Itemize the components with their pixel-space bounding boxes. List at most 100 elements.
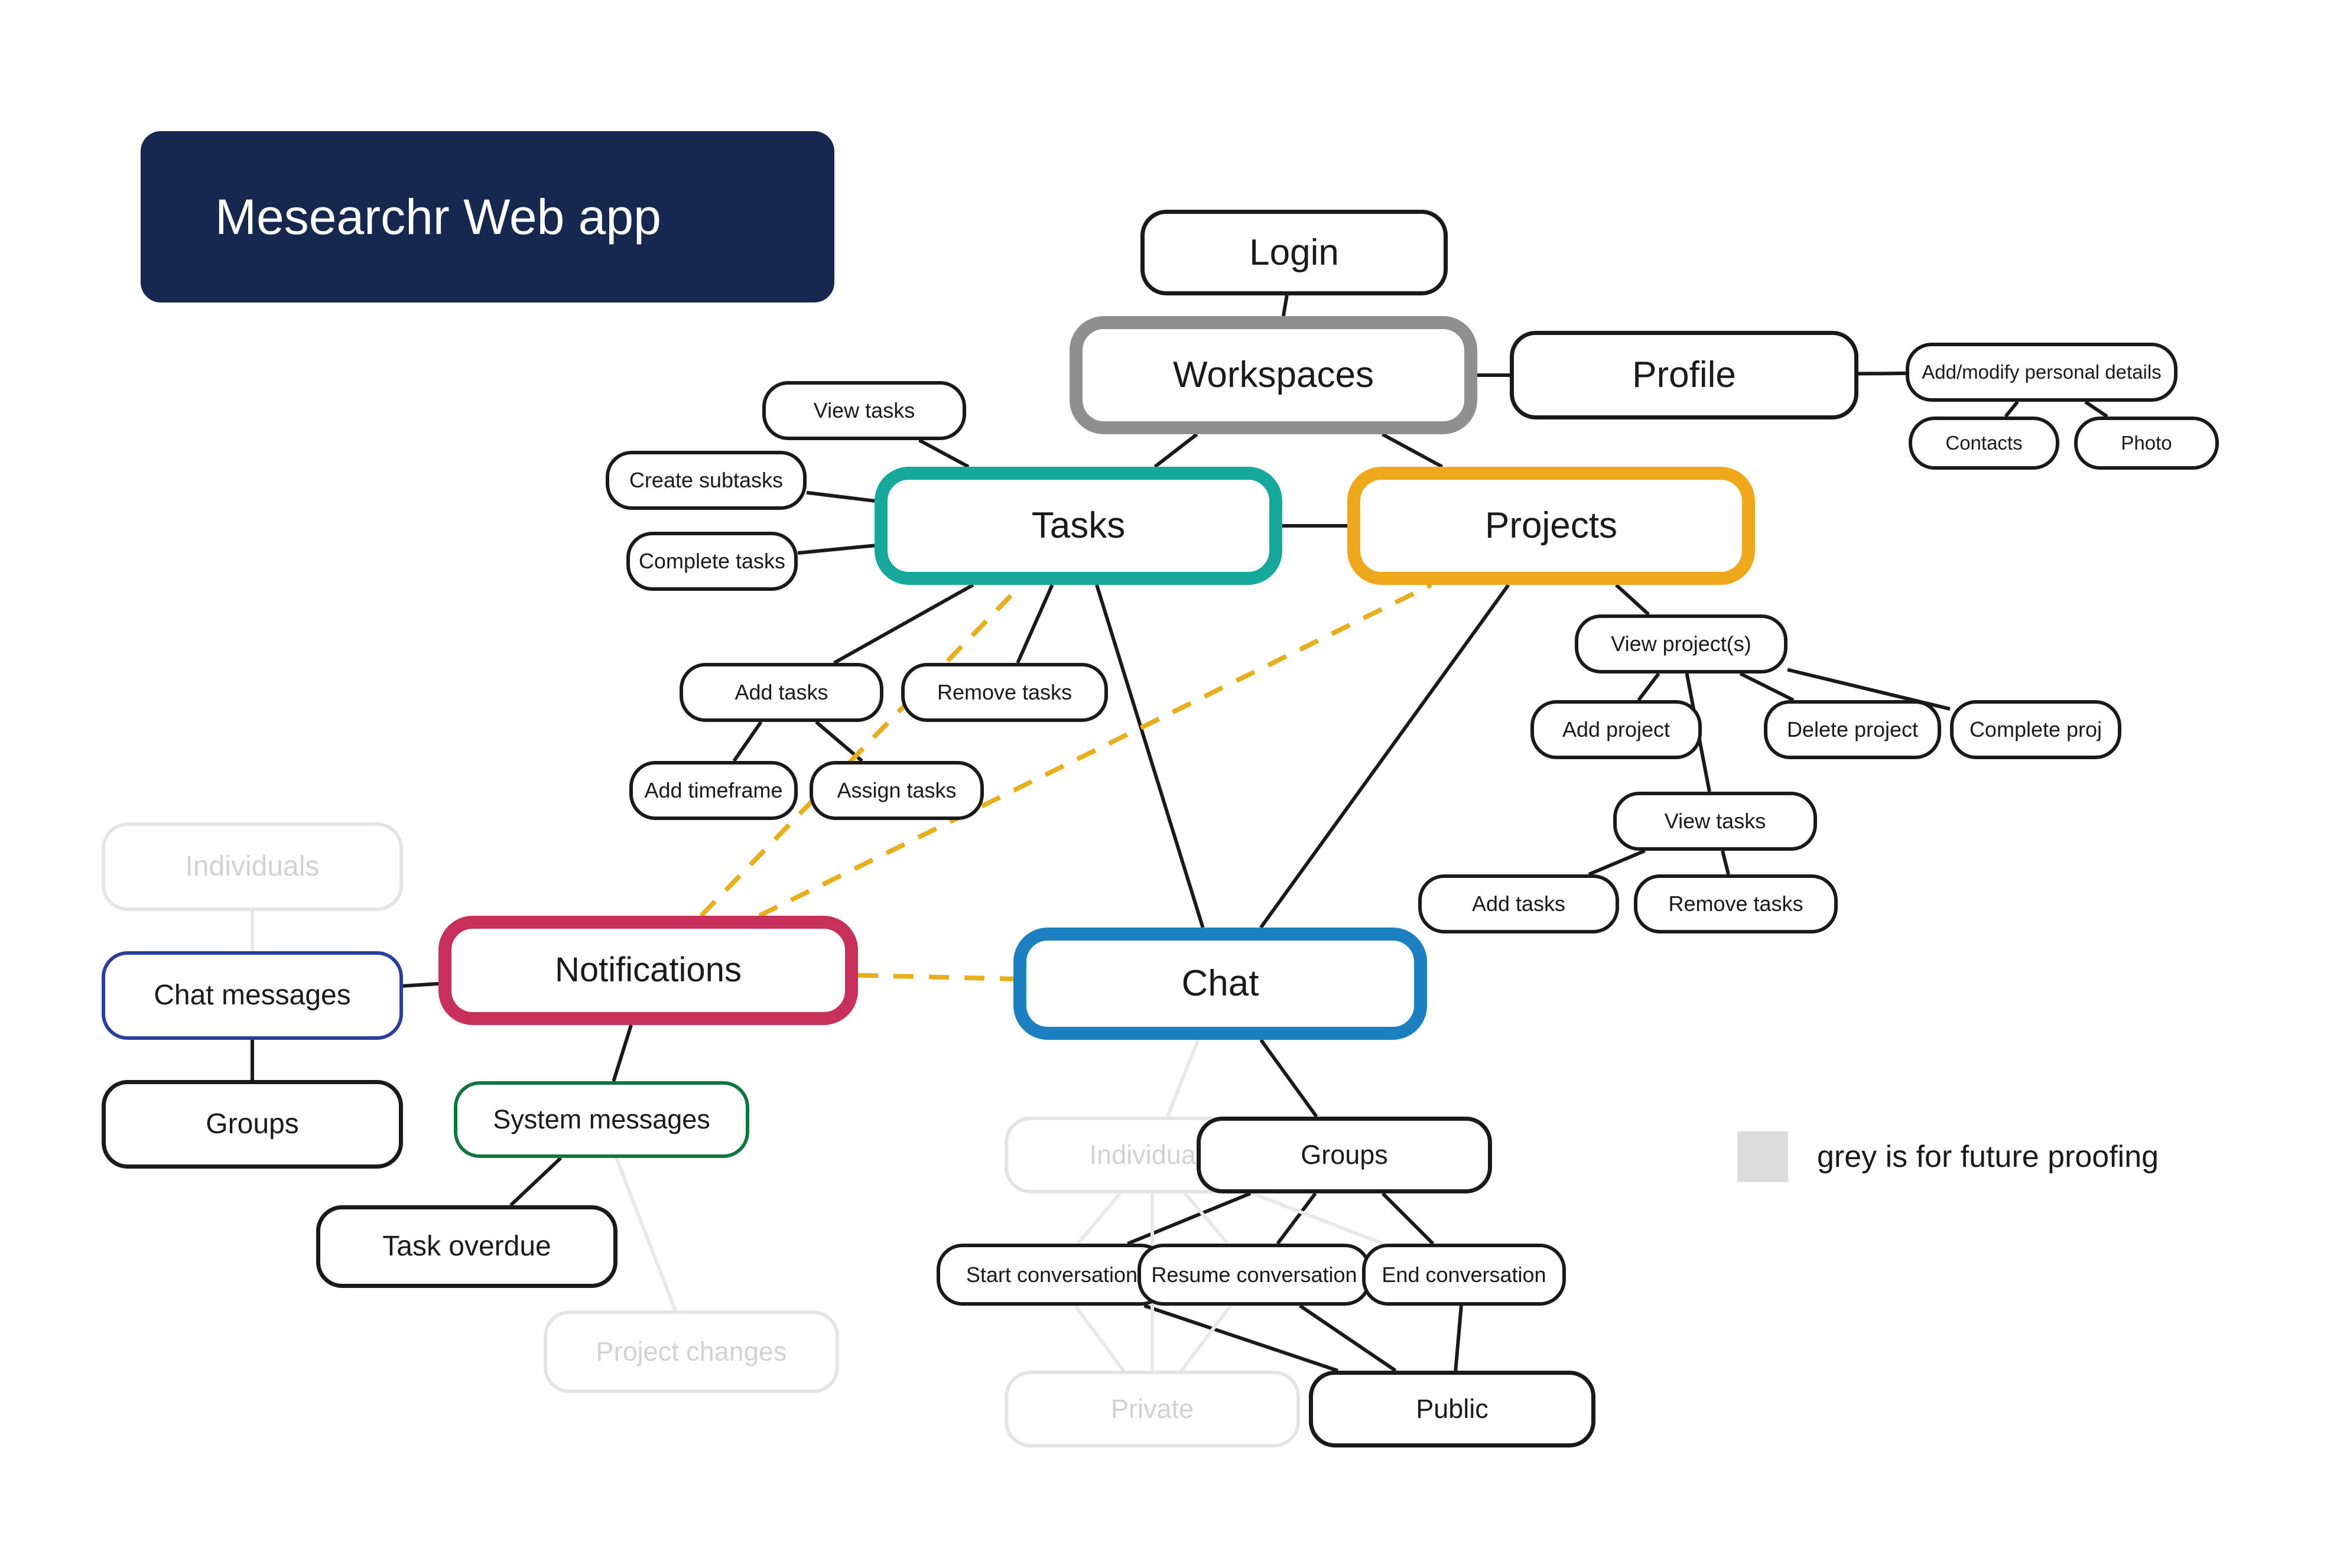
node-private[interactable]: Private [1005, 1371, 1300, 1447]
edge-add_tasks_t-to-add_time [732, 721, 763, 762]
edge-view_tasks_p-to-remove_t_p [1721, 850, 1730, 875]
node-projects[interactable]: Projects [1347, 467, 1755, 585]
node-workspaces[interactable]: Workspaces [1070, 316, 1477, 434]
edge-add_details-to-contacts [2004, 401, 2019, 418]
node-contacts[interactable]: Contacts [1909, 417, 2059, 470]
legend-swatch [1737, 1131, 1788, 1182]
edge-view_projects-to-delete_proj [1739, 672, 1795, 702]
node-photo[interactable]: Photo [2074, 417, 2219, 470]
node-label: Private [1110, 1394, 1194, 1424]
node-label: Groups [206, 1108, 299, 1140]
legend-label: grey is for future proofing [1817, 1140, 2159, 1174]
node-complete_t[interactable]: Complete tasks [626, 532, 798, 591]
edge-tasks-to-add_tasks_t [833, 583, 974, 665]
node-label: Contacts [1945, 432, 2023, 454]
node-resume_conv[interactable]: Resume conversation [1138, 1244, 1371, 1306]
node-label: Remove tasks [937, 680, 1072, 705]
edge-notifications-to-projects [758, 583, 1432, 918]
node-label: View tasks [1664, 809, 1766, 834]
node-label: Add tasks [734, 680, 828, 705]
edge-profile-to-add_details [1858, 371, 1906, 376]
node-label: Add timeframe [644, 778, 783, 803]
node-complete_p[interactable]: Complete proj [1950, 700, 2121, 759]
node-tasks[interactable]: Tasks [875, 467, 1282, 585]
node-login[interactable]: Login [1140, 210, 1448, 295]
node-profile[interactable]: Profile [1510, 331, 1858, 419]
edge-workspaces-to-projects [1381, 432, 1444, 469]
node-system_msgs[interactable]: System messages [454, 1081, 749, 1158]
node-label: Profile [1632, 354, 1736, 396]
node-label: View tasks [813, 398, 915, 423]
node-end_conv[interactable]: End conversation [1362, 1244, 1566, 1306]
node-view_projects[interactable]: View project(s) [1575, 614, 1788, 674]
edge-chat_msgs-to-notifications [402, 982, 439, 988]
node-assign_t[interactable]: Assign tasks [810, 761, 984, 820]
node-groups_n[interactable]: Groups [102, 1080, 403, 1169]
node-label: Workspaces [1173, 354, 1374, 396]
edge-notifications-to-system_msgs [612, 1024, 633, 1082]
node-label: View project(s) [1611, 632, 1751, 656]
edge-chat-to-individuals_c [1165, 1039, 1200, 1118]
node-chat[interactable]: Chat [1013, 928, 1427, 1040]
node-label: Assign tasks [837, 778, 957, 803]
node-add_tasks_t[interactable]: Add tasks [680, 663, 883, 722]
node-create_sub[interactable]: Create subtasks [606, 451, 807, 510]
node-notifications[interactable]: Notifications [438, 916, 858, 1025]
node-label: Remove tasks [1668, 892, 1803, 916]
node-label: Complete tasks [638, 549, 786, 574]
node-start_conv[interactable]: Start conversation [937, 1244, 1167, 1306]
node-add_time[interactable]: Add timeframe [629, 761, 798, 820]
node-add_tasks_p[interactable]: Add tasks [1418, 874, 1619, 933]
node-proj_changes[interactable]: Project changes [544, 1310, 839, 1393]
node-groups_c[interactable]: Groups [1197, 1117, 1492, 1193]
node-label: Delete project [1786, 717, 1919, 742]
node-delete_proj[interactable]: Delete project [1764, 700, 1941, 759]
node-label: Chat messages [154, 980, 351, 1011]
node-add_details[interactable]: Add/modify personal details [1906, 343, 2178, 402]
node-remove_t[interactable]: Remove tasks [901, 663, 1108, 722]
node-view_tasks_p[interactable]: View tasks [1613, 792, 1817, 851]
edge-tasks-to-create_sub [806, 490, 875, 503]
edge-groups_c-to-end_conv [1381, 1192, 1435, 1245]
edge-system_msgs-to-proj_changes [615, 1157, 677, 1312]
edge-start_conv-to-public [1143, 1304, 1338, 1372]
node-view_tasks_t[interactable]: View tasks [762, 381, 966, 440]
node-individuals_n[interactable]: Individuals [102, 822, 403, 911]
node-chat_msgs[interactable]: Chat messages [102, 951, 403, 1040]
edge-individuals_c-to-end_conv [1252, 1192, 1384, 1245]
node-public[interactable]: Public [1309, 1371, 1595, 1447]
node-task_overdue[interactable]: Task overdue [316, 1205, 618, 1288]
edge-resume_conv-to-public [1299, 1304, 1397, 1372]
edge-tasks-to-chat [1095, 584, 1205, 928]
edge-workspaces-to-tasks [1153, 432, 1198, 469]
node-label: Individuals [1089, 1140, 1216, 1170]
edge-tasks-to-remove_t [1016, 584, 1054, 664]
diagram-title-box: Mesearchr Web app [141, 131, 834, 302]
node-label: Tasks [1031, 505, 1126, 546]
edge-login-to-workspaces [1281, 295, 1289, 317]
edge-view_projects-to-add_project [1637, 672, 1660, 701]
edge-projects-to-view_projects [1614, 583, 1650, 616]
edge-view_tasks_p-to-add_tasks_p [1588, 849, 1646, 876]
edge-tasks-to-view_tasks_t [918, 438, 970, 469]
edge-resume_conv-to-private [1179, 1305, 1233, 1372]
edge-individuals_c-to-resume_conv [1184, 1192, 1230, 1245]
node-label: Groups [1301, 1140, 1388, 1170]
edge-tasks-to-complete_t [797, 544, 875, 555]
node-label: Photo [2121, 432, 2172, 454]
edge-add_details-to-photo [2084, 400, 2108, 418]
node-remove_t_p[interactable]: Remove tasks [1634, 874, 1838, 933]
edge-individuals_c-to-start_conv [1076, 1192, 1122, 1245]
node-label: Chat [1181, 963, 1259, 1004]
node-label: Add/modify personal details [1922, 361, 2162, 383]
node-label: Individuals [185, 851, 320, 883]
node-label: End conversation [1382, 1262, 1546, 1287]
edge-projects-to-chat [1259, 584, 1510, 929]
edge-end_conv-to-public [1454, 1305, 1463, 1371]
edge-start_conv-to-private [1073, 1305, 1125, 1372]
node-label: Create subtasks [629, 468, 784, 493]
node-add_project[interactable]: Add project [1530, 700, 1702, 759]
edge-notifications-to-tasks [699, 583, 1023, 918]
